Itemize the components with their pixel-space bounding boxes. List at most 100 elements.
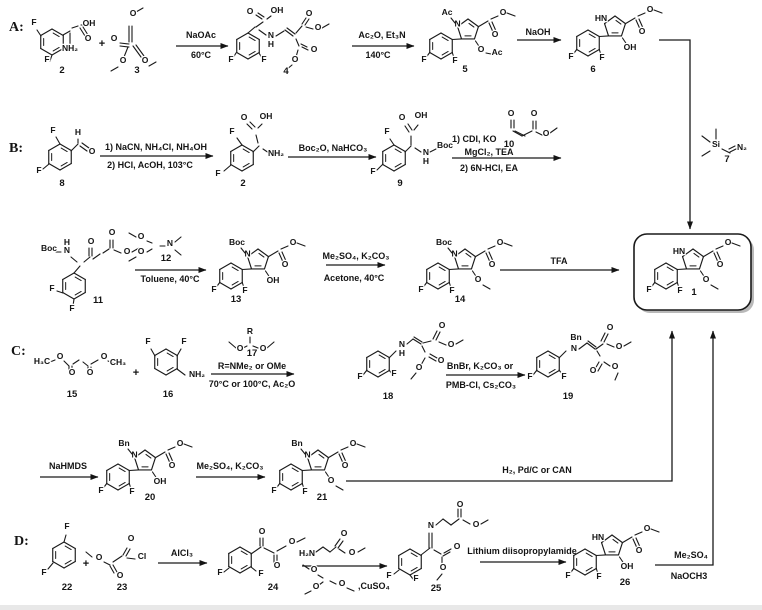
- atom-label: O: [237, 343, 244, 353]
- bond-line: [329, 580, 337, 585]
- atom-label: F: [31, 17, 36, 27]
- bond-line: [598, 35, 610, 38]
- reagent-text: NaOCH3: [671, 571, 708, 581]
- reagent-text: NaOH: [525, 27, 550, 37]
- bond-line: [304, 18, 310, 26]
- bond-line: [36, 29, 42, 37]
- bond-line: [83, 256, 91, 263]
- bond-line: [85, 551, 93, 558]
- atom-label: Bn: [291, 438, 302, 448]
- bond-line: [302, 564, 310, 570]
- ring-inner-bond: [240, 564, 248, 570]
- ring-bond: [620, 23, 627, 37]
- bond-line: [450, 518, 460, 526]
- compound-number: 2: [240, 178, 245, 189]
- ring-bond: [239, 546, 252, 555]
- bond-line: [635, 19, 641, 30]
- bond-line: [329, 546, 337, 553]
- ring-inner-bond: [588, 47, 596, 53]
- atom-label: H: [399, 348, 405, 358]
- ring-inner-bond: [60, 147, 68, 153]
- bond-line: [262, 148, 270, 154]
- compound-number: 20: [145, 492, 156, 503]
- bond-line: [713, 252, 719, 263]
- bond-line: [572, 48, 578, 56]
- ring-bond: [409, 548, 422, 557]
- bond-line: [42, 163, 50, 170]
- atom-label: O: [717, 259, 724, 269]
- plus-sign: +: [133, 367, 139, 379]
- bond-line: [650, 281, 656, 289]
- ring-bond: [117, 482, 130, 491]
- route-label: A:: [9, 20, 24, 35]
- ring-inner-bond: [394, 162, 402, 168]
- atom-label: O: [130, 8, 137, 18]
- bond-line: [618, 556, 625, 564]
- bond-line: [676, 268, 688, 271]
- reagent-text: 1) CDI, KO: [452, 134, 497, 144]
- atom-label: O: [636, 545, 643, 555]
- bond-line: [653, 9, 663, 14]
- bond-line: [413, 336, 423, 343]
- atom-label: F: [561, 371, 566, 381]
- bond-line: [443, 548, 452, 554]
- atom-label: Ac: [492, 47, 503, 57]
- bond-line: [338, 453, 344, 464]
- ring-inner-bond: [612, 538, 619, 544]
- bond-line: [421, 345, 426, 353]
- reagent-text: AlCl₃: [171, 548, 193, 558]
- bond-line: [267, 250, 279, 258]
- ring-bond: [52, 541, 65, 550]
- ring-bond: [230, 281, 243, 290]
- atom-label: N: [268, 30, 274, 40]
- bond-line: [699, 270, 706, 278]
- compound-number: 7: [724, 154, 729, 165]
- atom-label: O: [142, 55, 149, 65]
- compound-number: 19: [563, 391, 574, 402]
- bond-line: [482, 284, 491, 290]
- product-box-frame: [633, 233, 752, 311]
- bond-line: [70, 143, 79, 152]
- ring-bond: [536, 369, 549, 378]
- bond-line: [223, 164, 232, 172]
- ring-bond: [536, 350, 549, 359]
- atom-label: O: [311, 564, 318, 574]
- ring-bond: [323, 457, 330, 471]
- ring-inner-bond: [291, 467, 299, 473]
- bond-line: [82, 361, 89, 367]
- ring-inner-bond: [410, 552, 418, 558]
- ring-inner-bond: [666, 280, 674, 286]
- bond-line: [79, 27, 86, 37]
- ring-inner-bond: [248, 50, 256, 56]
- bond-line: [250, 566, 257, 572]
- reagent-text: Toluene, 40°C: [141, 274, 200, 284]
- reagent-text: Ac₂O, Et₃N: [358, 30, 405, 40]
- bond-line: [716, 251, 722, 262]
- atom-label: O: [475, 274, 482, 284]
- atom-label: O: [289, 536, 296, 546]
- reagent-text: Acetone, 40°C: [324, 273, 385, 283]
- atom-label: HN: [595, 13, 607, 23]
- ring-bond: [263, 256, 270, 270]
- bond-line: [603, 333, 609, 343]
- bond-line: [264, 270, 271, 278]
- route-label: D:: [14, 534, 29, 549]
- ring-bond: [48, 162, 61, 171]
- bond-line: [148, 61, 157, 67]
- atom-label: Boc: [436, 237, 452, 247]
- ring-bond: [584, 548, 597, 557]
- reagent-text: TFA: [551, 256, 568, 266]
- plus-sign: +: [83, 558, 89, 570]
- bond-line: [621, 536, 633, 544]
- ring-bond: [133, 449, 146, 459]
- bond-line: [295, 25, 303, 34]
- bond-line: [281, 251, 287, 262]
- atom-label: O: [313, 581, 320, 591]
- atom-label: F: [36, 165, 41, 175]
- ring-bond: [409, 567, 422, 576]
- ring-bond: [236, 51, 249, 60]
- bond-line: [266, 341, 275, 349]
